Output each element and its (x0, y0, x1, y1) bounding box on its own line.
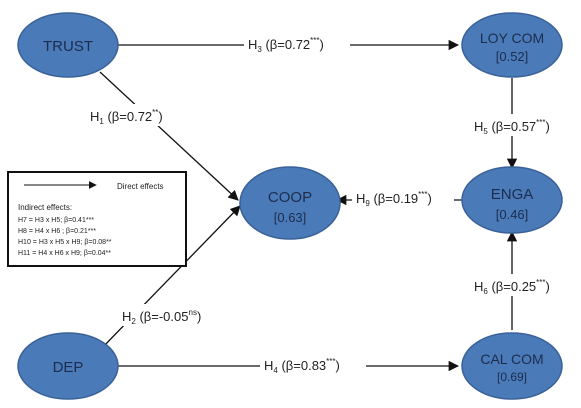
legend: Direct effects Indirect effects: H7 = H3… (7, 171, 187, 267)
node-loy-com-value: [0.52] (496, 49, 529, 64)
node-coop: COOP [0.63] (239, 166, 341, 240)
label-h4: H4 (β=0.83***) (264, 357, 340, 375)
node-cal-com-value: [0.69] (497, 370, 527, 384)
node-loy-com: LOY COM [0.52] (461, 12, 563, 78)
legend-direct-label: Direct effects (117, 182, 164, 191)
legend-line-4: H11 = H4 x H6 x H9; β=0.04** (18, 250, 111, 257)
node-enga-label: ENGA (491, 186, 534, 203)
node-coop-value: [0.63] (274, 210, 307, 225)
legend-indirect-title: Indirect effects: (18, 203, 72, 212)
node-enga: ENGA [0.46] (461, 166, 563, 234)
legend-line-3: H10 = H3 x H5 x H9; β=0.08** (18, 239, 112, 246)
label-h1: H1 (β=0.72**) (90, 108, 163, 126)
label-h2: H2 (β=-0.05ns) (122, 308, 201, 326)
legend-line-2: H8 = H4 x H6 ; β=0.21*** (18, 228, 96, 235)
node-trust-label: TRUST (43, 38, 93, 55)
legend-line-1: H7 = H3 x H5; β=0.41*** (18, 217, 94, 224)
node-enga-value: [0.46] (496, 207, 529, 222)
node-trust: TRUST (17, 12, 119, 78)
node-dep: DEP (17, 332, 119, 400)
node-dep-label: DEP (53, 359, 84, 376)
label-h3: H3 (β=0.72***) (248, 36, 324, 54)
node-loy-com-label: LOY COM (480, 30, 544, 46)
node-cal-com: CAL COM [0.69] (461, 332, 563, 400)
label-h5: H5 (β=0.57***) (474, 118, 550, 136)
label-h9: H9 (β=0.19***) (356, 190, 432, 208)
node-cal-com-label: CAL COM (480, 351, 543, 367)
label-h6: H6 (β=0.25***) (474, 278, 550, 296)
edge-trust-coop (99, 71, 239, 201)
node-coop-label: COOP (268, 189, 312, 206)
